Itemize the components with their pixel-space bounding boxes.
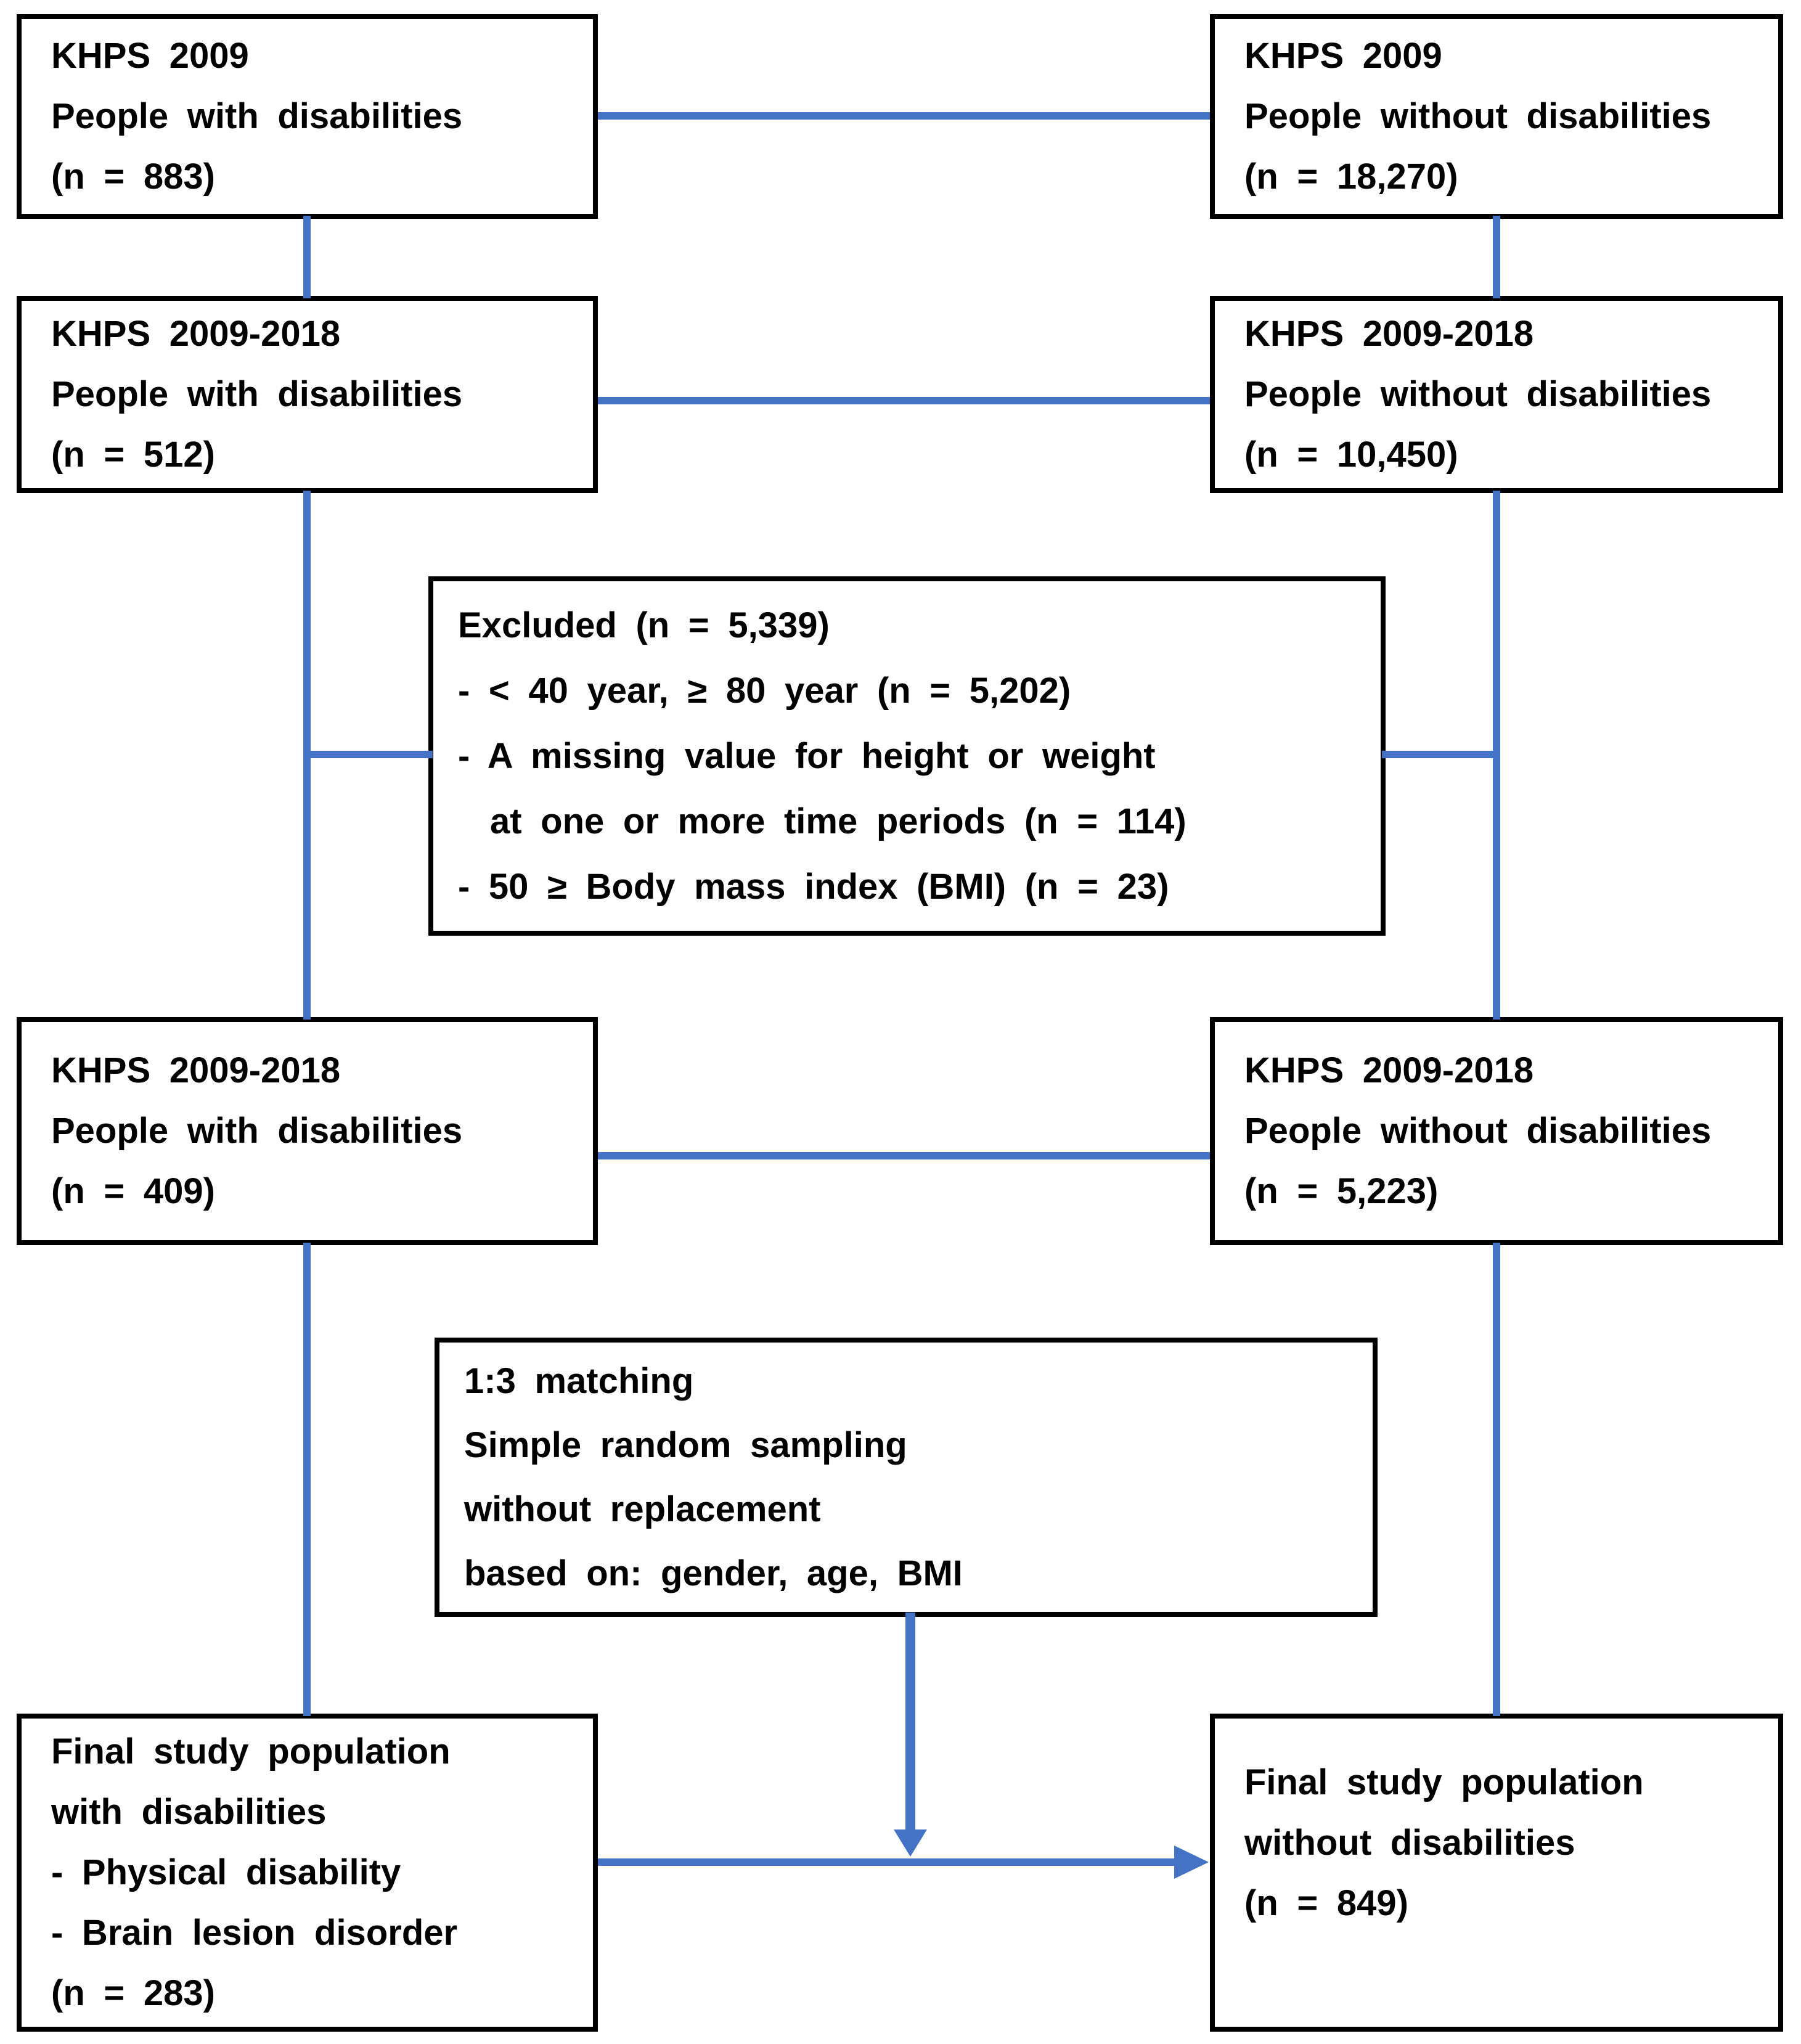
box-final-population-with-disabilities: Final study population with disabilities…	[17, 1714, 598, 2032]
connector-left-r3-final	[303, 1243, 311, 1716]
text-line: 1:3 matching	[464, 1360, 694, 1401]
text-line: - 50 ≥ Body mass index (BMI) (n = 23)	[458, 866, 1169, 907]
text-line: People with disabilities	[51, 374, 463, 414]
text-line: Excluded (n = 5,339)	[458, 605, 830, 645]
text-line: KHPS 2009-2018	[1244, 314, 1534, 354]
box-khps2009-without-disabilities: KHPS 2009 People without disabilities (n…	[1210, 14, 1783, 219]
text-line: (n = 883)	[51, 157, 215, 197]
text-line: KHPS 2009-2018	[51, 314, 341, 354]
arrow-matching-down-shaft	[905, 1613, 915, 1832]
box-excluded-criteria: Excluded (n = 5,339) - < 40 year, ≥ 80 y…	[428, 576, 1386, 936]
connector-left-r1-r2	[303, 216, 311, 298]
text-line: (n = 512)	[51, 435, 215, 475]
text-line: KHPS 2009-2018	[1244, 1050, 1534, 1090]
text-line: Final study population	[51, 1731, 451, 1772]
text-line: (n = 283)	[51, 1973, 215, 2013]
box-khps2009-with-disabilities: KHPS 2009 People with disabilities (n = …	[17, 14, 598, 219]
text-line: without replacement	[464, 1489, 821, 1529]
text-line: People without disabilities	[1244, 374, 1712, 414]
text-line: People without disabilities	[1244, 1111, 1712, 1151]
box-khps2009-2018-with-disabilities: KHPS 2009-2018 People with disabilities …	[17, 296, 598, 493]
connector-row2-horizontal	[598, 397, 1210, 404]
text-line: - Physical disability	[51, 1852, 401, 1892]
connector-row1-horizontal	[598, 112, 1210, 120]
connector-right-r3-final	[1493, 1243, 1500, 1716]
text-line: People without disabilities	[1244, 96, 1712, 136]
connector-right-r1-r2	[1493, 216, 1500, 298]
arrowhead-right-icon	[1174, 1846, 1209, 1879]
text-line: People with disabilities	[51, 1111, 463, 1151]
arrow-to-final-without-shaft	[598, 1858, 1177, 1866]
text-line: KHPS 2009-2018	[51, 1050, 341, 1090]
text-line: with disabilities	[51, 1792, 327, 1832]
text-line: Simple random sampling	[464, 1425, 907, 1465]
text-line: (n = 849)	[1244, 1883, 1408, 1923]
text-line: at one or more time periods (n = 114)	[490, 801, 1186, 841]
text-line: - A missing value for height or weight	[458, 735, 1156, 776]
connector-excluded-right-stub	[1382, 751, 1500, 758]
text-line: KHPS 2009	[1244, 36, 1442, 76]
connector-excluded-left-stub	[303, 751, 433, 758]
arrowhead-down-icon	[894, 1829, 927, 1857]
box-khps2009-2018-without-disabilities: KHPS 2009-2018 People without disabiliti…	[1210, 296, 1783, 493]
text-line: - < 40 year, ≥ 80 year (n = 5,202)	[458, 670, 1071, 711]
text-line: without disabilities	[1244, 1823, 1575, 1863]
text-line: based on: gender, age, BMI	[464, 1553, 963, 1593]
text-line: (n = 5,223)	[1244, 1171, 1439, 1211]
box-matching-method: 1:3 matching Simple random sampling with…	[435, 1338, 1378, 1617]
text-line: People with disabilities	[51, 96, 463, 136]
text-line: (n = 18,270)	[1244, 157, 1458, 197]
text-line: (n = 409)	[51, 1171, 215, 1211]
box-khps2009-2018-with-disabilities-filtered: KHPS 2009-2018 People with disabilities …	[17, 1017, 598, 1245]
box-khps2009-2018-without-disabilities-filtered: KHPS 2009-2018 People without disabiliti…	[1210, 1017, 1783, 1245]
text-line: Final study population	[1244, 1762, 1644, 1802]
text-line: (n = 10,450)	[1244, 435, 1458, 475]
box-final-population-without-disabilities: Final study population without disabilit…	[1210, 1714, 1783, 2032]
connector-row3-horizontal	[598, 1152, 1210, 1159]
text-line: - Brain lesion disorder	[51, 1913, 458, 1953]
text-line: KHPS 2009	[51, 36, 249, 76]
